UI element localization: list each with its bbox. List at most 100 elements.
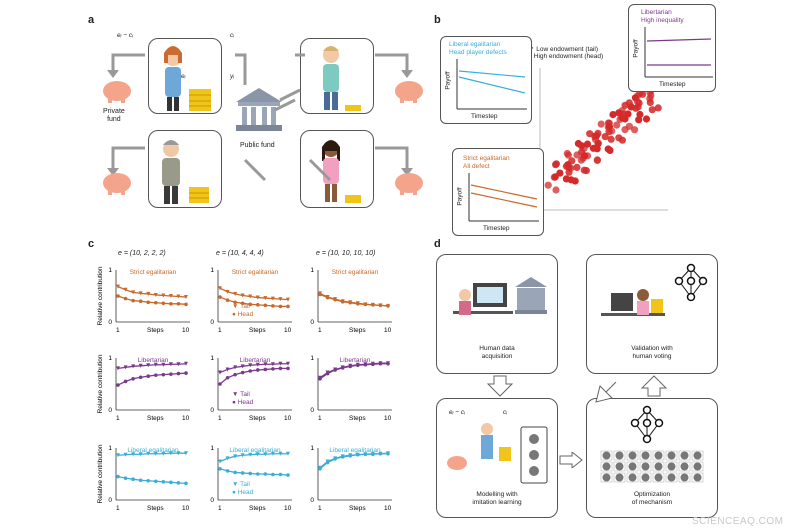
neural-network-icon — [630, 405, 664, 444]
validation-caption: Validation with human voting — [631, 345, 673, 360]
head-point — [161, 480, 166, 484]
head-point — [225, 375, 230, 380]
head-point — [240, 471, 245, 475]
inset-libertarian-plot — [644, 27, 713, 78]
head-point — [169, 480, 173, 485]
head-point — [225, 469, 230, 473]
head-point — [146, 300, 151, 305]
private-fund-label: Private fund — [103, 108, 125, 123]
head-point — [340, 366, 345, 370]
grid-dot — [628, 462, 637, 471]
head-point — [153, 373, 158, 377]
head-point — [169, 302, 173, 306]
grid-cell — [678, 450, 691, 461]
tail-point — [240, 453, 245, 458]
x-tick-label: 10 — [384, 415, 392, 422]
head-point — [161, 372, 166, 377]
x-tick-label: 1 — [116, 327, 120, 334]
tail-point — [131, 364, 136, 369]
tail-point — [176, 294, 181, 299]
grid-dot — [667, 473, 676, 482]
grid-cell — [613, 472, 626, 483]
grid-dot — [615, 462, 624, 471]
tail-point — [286, 361, 290, 366]
head-point — [318, 467, 322, 471]
head-point — [123, 379, 128, 384]
cluster-point — [627, 103, 635, 111]
tail-point — [123, 452, 128, 457]
grid-cell — [600, 450, 613, 461]
cluster-point — [631, 126, 639, 134]
head-point — [271, 472, 275, 477]
tail-point — [138, 363, 143, 368]
chart-title: Libertarian — [240, 357, 271, 364]
head-point — [176, 481, 181, 485]
box-optimization: Optimization of mechanism — [586, 398, 718, 518]
head-point — [131, 477, 135, 481]
y-axis-label: Relative contribution — [97, 444, 104, 503]
grid-dot — [654, 462, 663, 471]
cluster-point — [601, 133, 609, 141]
piggy-bank-icon — [103, 173, 131, 195]
tail-point — [153, 451, 158, 456]
head-point — [184, 481, 188, 486]
y-tick-label: 0 — [210, 497, 214, 504]
panel-d-arrows — [486, 375, 668, 403]
head-point — [255, 472, 260, 476]
head-point — [146, 374, 151, 378]
tail-point — [278, 361, 283, 366]
box-modelling-eq-c: cᵢ — [503, 409, 508, 416]
head-point — [138, 478, 143, 483]
head-point — [218, 382, 222, 386]
grid-dot — [615, 451, 624, 460]
inset-liberal-plot — [456, 59, 527, 110]
tail-point — [225, 289, 230, 294]
series-line-head — [319, 363, 388, 380]
series-line-tail — [219, 287, 289, 301]
cluster-point — [552, 186, 560, 194]
head-point — [161, 301, 166, 306]
eq-left: eᵢ − cᵢ — [117, 32, 133, 39]
inset-strict-ylabel: Payoff — [456, 187, 464, 206]
head-point — [378, 361, 383, 366]
x-tick-label: 10 — [182, 505, 190, 512]
grid-dot — [602, 451, 611, 460]
head-point — [363, 362, 368, 367]
head-point — [263, 472, 268, 476]
grid-cell — [665, 472, 678, 483]
grid-dot — [628, 451, 637, 460]
head-point — [240, 301, 245, 306]
x-axis-label: Steps — [249, 505, 266, 512]
x-axis-label: Steps — [147, 327, 164, 334]
series-line-tail — [219, 453, 288, 463]
series-line-head — [219, 296, 288, 308]
series-line-head — [117, 475, 187, 485]
head-point — [218, 467, 222, 471]
head-point — [318, 377, 322, 381]
y-tick-label: 1 — [210, 355, 214, 362]
grid-cell — [691, 472, 704, 483]
tail-point — [218, 286, 222, 291]
flow-arrows — [107, 53, 413, 182]
y-tick-label: 1 — [108, 267, 112, 274]
tail-point — [116, 284, 120, 289]
mechanism-grid-icon — [600, 450, 704, 483]
tail-point — [184, 361, 188, 366]
grid-cell — [600, 461, 613, 472]
chart-title: Strict egalitarian — [130, 269, 177, 276]
head-point — [286, 304, 290, 309]
legend-tail: ▼ Tail — [232, 303, 250, 310]
head-point — [184, 302, 188, 307]
tail-point — [225, 456, 230, 461]
inset-strict-line2: All defect — [463, 163, 490, 170]
grid-cell — [626, 450, 639, 461]
cluster-point — [646, 95, 654, 103]
box-modelling: eᵢ − cᵢ cᵢ Modelling with imitation lear… — [436, 398, 558, 518]
legend-head: ● Head — [232, 311, 254, 318]
head-point — [131, 298, 135, 303]
grid-dot — [667, 451, 676, 460]
grid-dot — [641, 473, 650, 482]
